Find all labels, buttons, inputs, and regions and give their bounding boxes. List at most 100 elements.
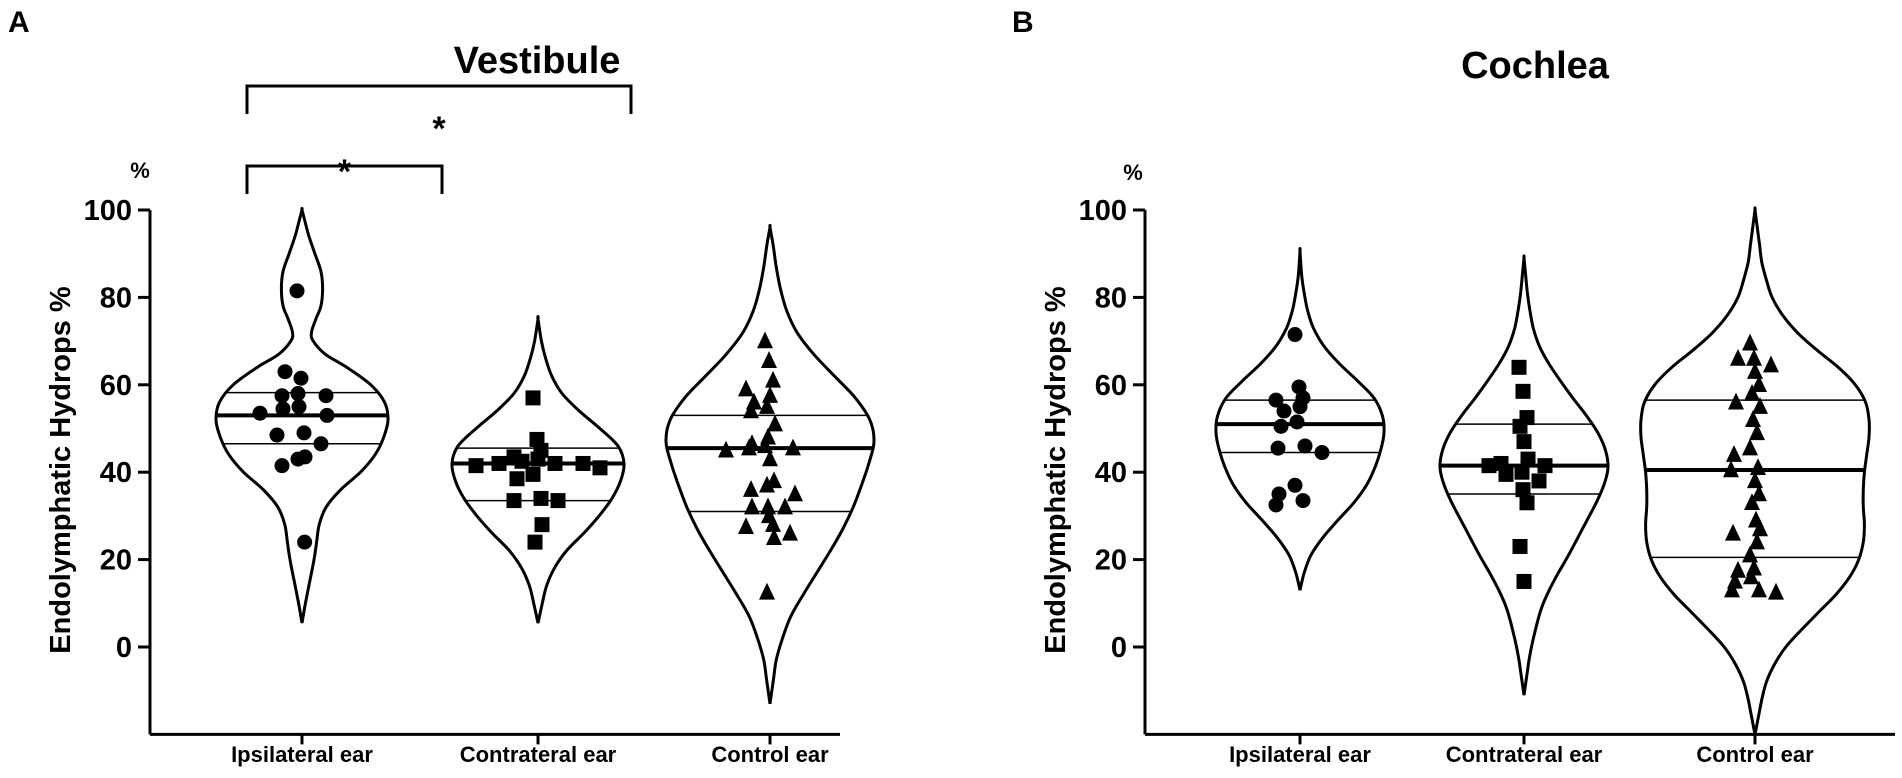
y-unit-label-vestibule: %: [130, 158, 150, 183]
violin-outline: [214, 206, 390, 624]
panel-label-b: B: [1012, 6, 1034, 39]
data-point-triangle: [1725, 523, 1741, 541]
data-point-square: [1537, 458, 1553, 474]
data-point-circle: [1289, 414, 1305, 430]
data-point-circle: [1314, 445, 1330, 461]
data-point-triangle: [1746, 348, 1762, 366]
violin-group-ipsilateral-ear: Ipsilateral ear: [214, 206, 390, 767]
data-point-triangle: [1742, 333, 1758, 351]
data-point-circle: [318, 388, 334, 404]
data-point-triangle: [743, 401, 759, 419]
chart-title-cochlea: Cochlea: [1461, 45, 1610, 87]
data-point-square: [525, 466, 541, 482]
data-point-triangle: [765, 370, 781, 388]
data-point-triangle: [759, 582, 775, 600]
data-point-triangle: [743, 480, 759, 497]
data-point-square: [506, 493, 522, 509]
panel-cochlea: B Cochlea % Endolymphatic Hydrops % 0204…: [1012, 6, 1895, 767]
data-point-circle: [1268, 497, 1284, 513]
data-point-circle: [1287, 477, 1303, 493]
y-tick-label: 0: [1111, 632, 1127, 664]
data-point-triangle: [1724, 580, 1740, 598]
data-point-triangle: [1747, 471, 1763, 489]
y-tick-label: 80: [100, 282, 132, 314]
data-point-triangle: [785, 438, 801, 456]
data-point-triangle: [1763, 355, 1779, 373]
data-point-square: [533, 490, 549, 506]
data-point-triangle: [777, 497, 793, 515]
violin-group-contrateral-ear: Contrateral ear: [450, 315, 626, 767]
data-point-triangle: [1768, 582, 1784, 600]
data-point-square: [491, 455, 507, 471]
data-point-square: [592, 460, 608, 476]
data-point-triangle: [744, 497, 760, 515]
y-unit-label-cochlea: %: [1123, 160, 1143, 185]
data-point-circle: [274, 458, 290, 474]
violin-outline: [1214, 247, 1386, 591]
data-point-square: [530, 451, 546, 467]
data-point-circle: [297, 534, 313, 550]
data-point-triangle: [1744, 383, 1760, 401]
y-tick-label: 40: [1095, 457, 1127, 489]
significance-bracket: [245, 164, 444, 194]
y-tick-label: 100: [1079, 195, 1127, 227]
data-point-circle: [1268, 392, 1284, 408]
x-category-label: Ipsilateral ear: [1229, 742, 1371, 767]
data-point-circle: [289, 283, 305, 299]
violin-group-control-ear: Control ear: [664, 223, 876, 767]
data-point-triangle: [1730, 560, 1746, 578]
data-point-square: [534, 517, 550, 533]
violin-group-contrateral-ear: Contrateral ear: [1438, 254, 1610, 767]
data-point-triangle: [1728, 392, 1744, 410]
data-point-triangle: [760, 497, 776, 515]
data-point-triangle: [766, 528, 782, 545]
violin-outline: [664, 223, 876, 705]
data-point-triangle: [1745, 410, 1761, 427]
data-point-square: [1519, 495, 1535, 511]
data-point-square: [525, 390, 541, 406]
data-point-triangle: [765, 515, 781, 532]
data-point-triangle: [741, 438, 757, 456]
violin-outline: [1438, 254, 1610, 696]
y-tick-label: 100: [84, 195, 132, 227]
data-point-circle: [293, 370, 309, 386]
y-axis-title-vestibule: Endolymphatic Hydrops %: [45, 286, 77, 654]
data-point-triangle: [1743, 567, 1759, 585]
data-point-square: [1514, 464, 1530, 480]
data-point-square: [527, 534, 543, 550]
panel-vestibule: A Vestibule % Endolymphatic Hydrops % 02…: [8, 6, 876, 767]
x-category-label: Ipsilateral ear: [231, 742, 373, 767]
data-point-triangle: [1747, 362, 1763, 379]
data-point-triangle: [1723, 460, 1739, 478]
data-point-triangle: [1726, 445, 1742, 462]
data-point-square: [547, 455, 563, 471]
data-point-square: [1531, 473, 1547, 489]
data-point-square: [1516, 573, 1532, 589]
y-axis-title-cochlea: Endolymphatic Hydrops %: [1040, 286, 1072, 654]
x-category-label: Control ear: [711, 742, 829, 767]
data-point-square: [550, 493, 566, 509]
data-point-triangle: [738, 379, 754, 397]
data-point-square: [1515, 383, 1531, 399]
data-point-square: [468, 458, 484, 474]
data-point-circle: [274, 388, 290, 404]
data-point-triangle: [1751, 484, 1767, 502]
data-point-triangle: [718, 440, 734, 458]
data-point-triangle: [1751, 580, 1767, 598]
data-point-square: [1498, 466, 1514, 482]
data-point-triangle: [767, 414, 783, 432]
data-point-circle: [319, 407, 335, 423]
data-point-triangle: [787, 484, 803, 502]
data-point-triangle: [738, 517, 754, 535]
data-point-triangle: [761, 351, 777, 368]
data-point-circle: [1292, 399, 1308, 415]
data-point-square: [1512, 418, 1528, 434]
data-point-triangle: [759, 475, 775, 493]
data-point-circle: [1295, 493, 1311, 509]
y-tick-label: 60: [100, 370, 132, 402]
data-point-triangle: [1750, 458, 1766, 476]
data-point-triangle: [757, 436, 773, 454]
data-point-square: [1515, 482, 1531, 498]
data-point-circle: [277, 364, 293, 380]
